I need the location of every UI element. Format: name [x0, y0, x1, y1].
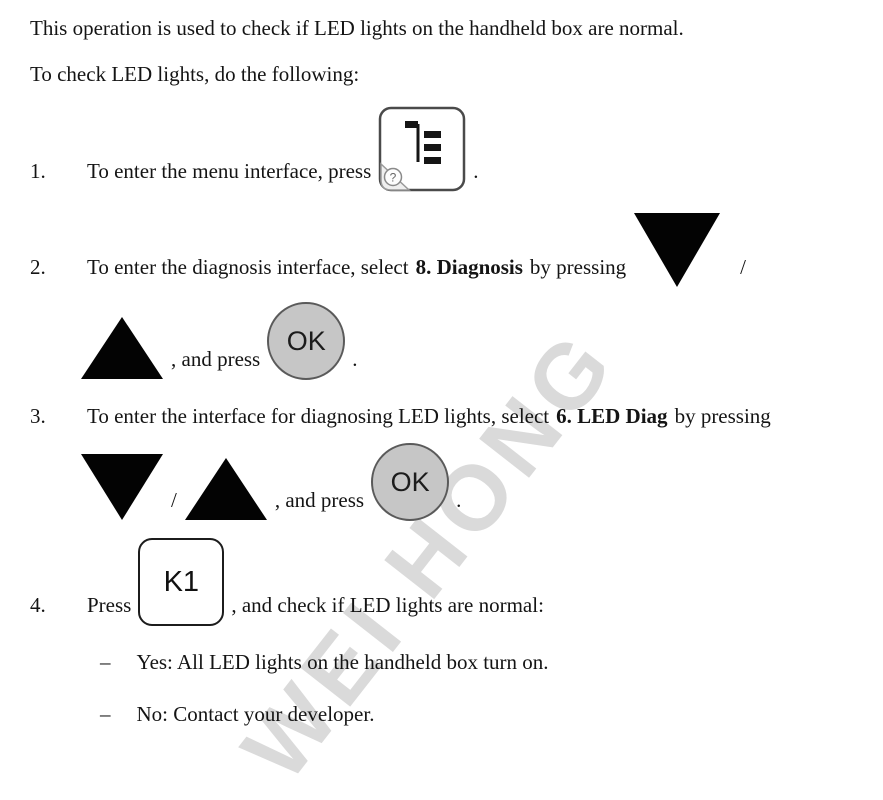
step-2-number: 2.: [30, 255, 46, 279]
down-arrow-key-icon: [634, 213, 721, 287]
step-3-period: .: [456, 488, 462, 512]
up-arrow-key-icon: [81, 317, 163, 379]
step-3-text: To enter the interface for diagnosing LE…: [87, 404, 550, 428]
step-4-result-yes: – Yes: All LED lights on the handheld bo…: [100, 648, 859, 677]
ok-key-icon: OK: [371, 443, 450, 521]
step-2-line-2: , and press OK .: [80, 302, 859, 380]
step-1-line: 1. To enter the menu interface, press ? …: [30, 106, 859, 192]
step-3-line-2: / , and press OK .: [80, 443, 859, 521]
step-3-line-1: 3. To enter the interface for diagnosing…: [30, 402, 859, 437]
step-4-text-2: , and check if LED lights are normal:: [231, 593, 544, 617]
step-2-menu-item: 8. Diagnosis: [415, 255, 523, 279]
step-3-text-3: , and press: [274, 488, 365, 512]
step-2-line-1: 2. To enter the diagnosis interface, sel…: [30, 212, 859, 288]
step-2-period: .: [352, 347, 358, 371]
dash-bullet: –: [100, 650, 111, 674]
up-arrow-key-icon: [184, 458, 267, 520]
intro-line-1: This operation is used to check if LED l…: [30, 16, 684, 40]
document-page: This operation is used to check if LED l…: [30, 16, 859, 729]
step-2-text-2: by pressing: [529, 255, 627, 279]
intro-line-2: To check LED lights, do the following:: [30, 62, 360, 86]
step-2-slash: /: [740, 255, 747, 279]
result-no-text: No: Contact your developer.: [136, 702, 375, 726]
step-1: 1. To enter the menu interface, press ? …: [30, 106, 859, 192]
step-2: 2. To enter the diagnosis interface, sel…: [30, 212, 859, 380]
dash-bullet: –: [100, 702, 111, 726]
step-3-number: 3.: [30, 404, 46, 428]
step-3-text-2: by pressing: [674, 404, 771, 428]
k1-key-icon: K1: [138, 538, 225, 626]
step-3-menu-item: 6. LED Diag: [556, 404, 668, 428]
step-1-text: To enter the menu interface, press: [87, 159, 372, 183]
menu-key-icon: ?: [378, 106, 466, 192]
step-4-result-no: – No: Contact your developer.: [100, 700, 859, 729]
down-arrow-key-icon: [81, 454, 163, 520]
result-yes-text: Yes: All LED lights on the handheld box …: [136, 650, 549, 674]
step-3-slash: /: [171, 488, 177, 512]
step-4: 4. Press K1 , and check if LED lights ar…: [30, 538, 859, 729]
step-2-text-3: , and press: [171, 347, 261, 371]
step-2-text: To enter the diagnosis interface, select: [87, 255, 409, 279]
step-4-text: Press: [87, 593, 132, 617]
step-1-number: 1.: [30, 159, 46, 183]
step-3: 3. To enter the interface for diagnosing…: [30, 402, 859, 521]
menu-help-glyph: ?: [390, 171, 397, 185]
ok-key-icon: OK: [267, 302, 346, 380]
step-1-period: .: [473, 159, 479, 183]
step-4-number: 4.: [30, 593, 46, 617]
step-4-line: 4. Press K1 , and check if LED lights ar…: [30, 538, 859, 626]
